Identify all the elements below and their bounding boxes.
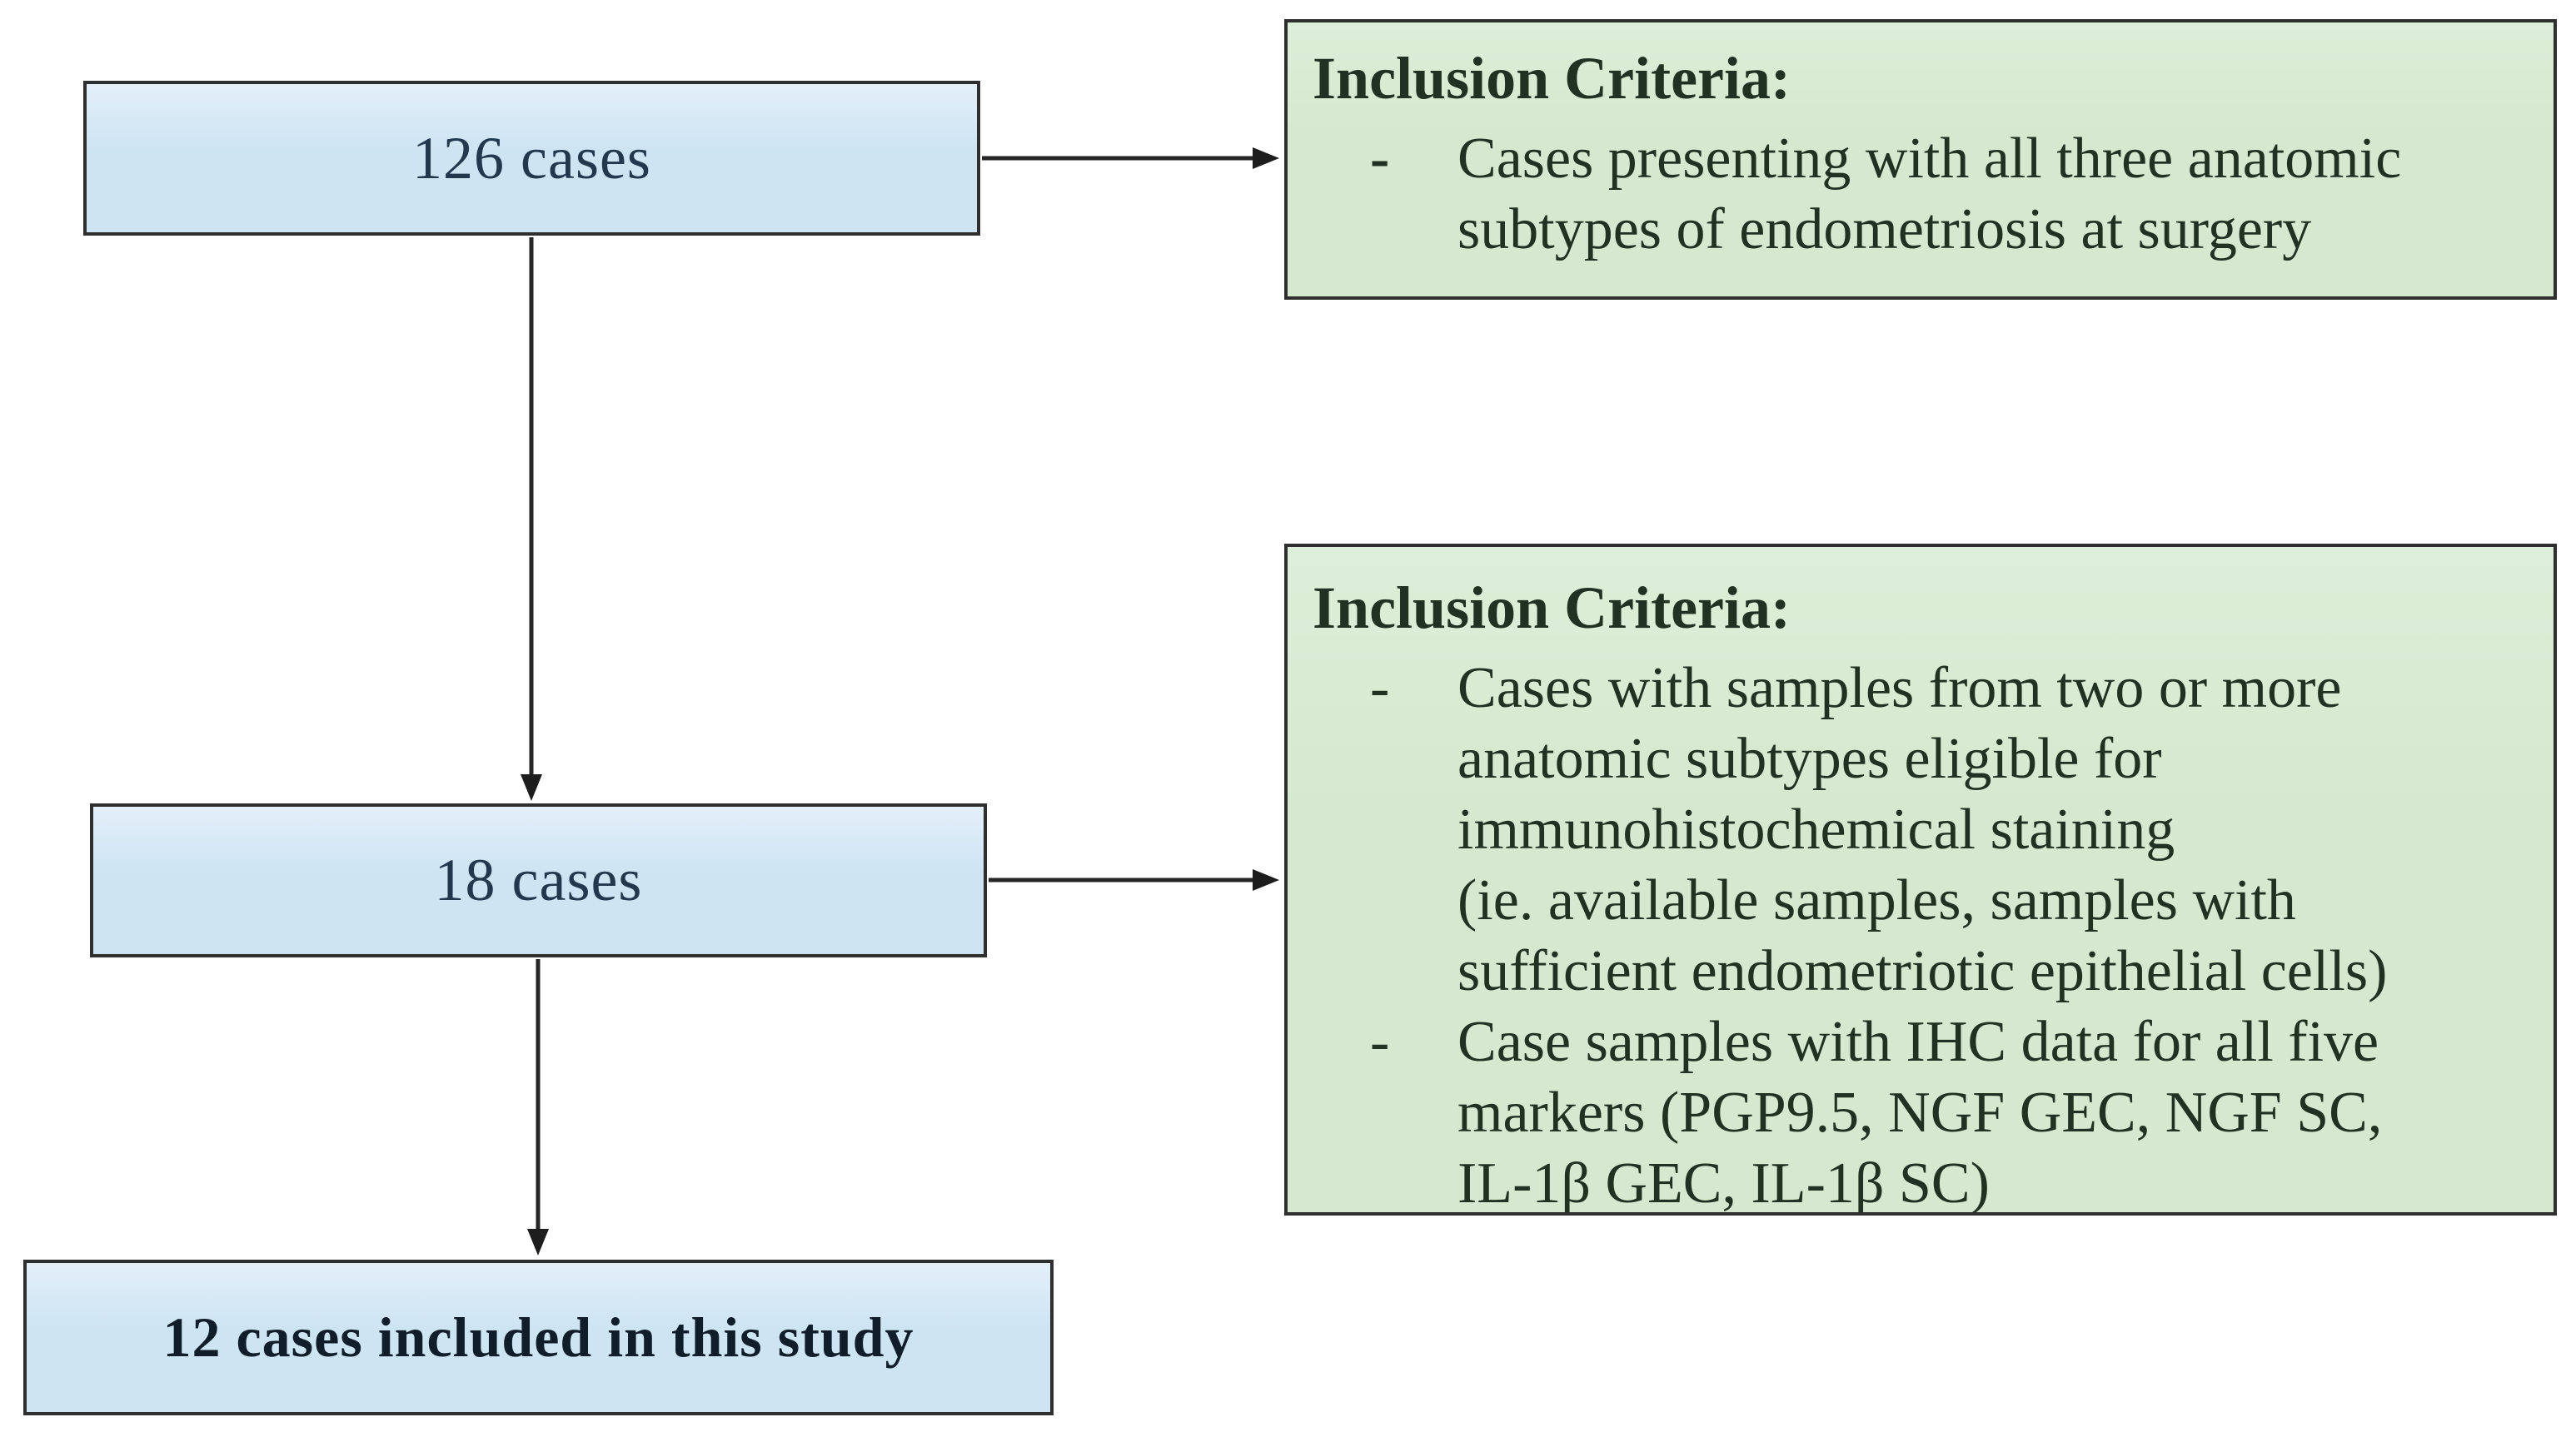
arrow-18-to-criteria-2 xyxy=(989,869,1279,891)
criteria-2-bullet-1-text: Cases with samples from two or more anat… xyxy=(1457,656,2388,1003)
criteria-2-bullet-1: - Cases with samples from two or more an… xyxy=(1358,653,2530,1007)
arrow-18-to-12 xyxy=(527,959,549,1255)
node-12-cases-included-label: 12 cases included in this study xyxy=(162,1305,914,1369)
inclusion-criteria-box-2: Inclusion Criteria: - Cases with samples… xyxy=(1284,544,2557,1216)
criteria-1-bullet-1-text: Cases presenting with all three anatomic… xyxy=(1457,127,2402,261)
criteria-1-bullet-1: - Cases presenting with all three anatom… xyxy=(1358,123,2530,265)
inclusion-criteria-box-1: Inclusion Criteria: - Cases presenting w… xyxy=(1284,19,2557,300)
node-18-cases: 18 cases xyxy=(90,803,987,957)
bullet-dash: - xyxy=(1370,127,1390,191)
bullet-dash: - xyxy=(1370,656,1390,720)
bullet-dash: - xyxy=(1370,1010,1390,1074)
arrow-126-to-18 xyxy=(521,237,542,801)
arrow-126-to-criteria-1 xyxy=(982,147,1279,169)
node-126-cases: 126 cases xyxy=(83,81,980,236)
inclusion-criteria-1-title: Inclusion Criteria: xyxy=(1313,45,1791,112)
criteria-2-bullet-2: - Case samples with IHC data for all fiv… xyxy=(1358,1007,2530,1216)
node-18-cases-label: 18 cases xyxy=(434,847,643,913)
inclusion-criteria-2-title: Inclusion Criteria: xyxy=(1313,574,1791,641)
node-126-cases-label: 126 cases xyxy=(412,124,651,191)
criteria-2-bullet-2-text: Case samples with IHC data for all five … xyxy=(1457,1010,2383,1216)
node-12-cases-included: 12 cases included in this study xyxy=(23,1260,1054,1415)
